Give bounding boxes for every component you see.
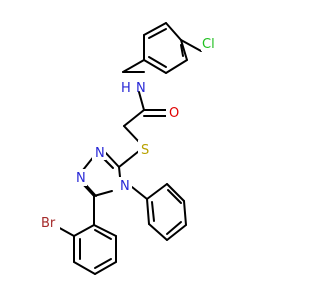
bond	[143, 59, 167, 74]
bond	[122, 59, 145, 73]
atom-labels: Cl N H O S N N N Br	[40, 33, 221, 231]
bond	[93, 190, 113, 197]
atom-cl: Cl	[202, 37, 215, 52]
atom-n4: N	[120, 179, 130, 194]
bond	[85, 184, 97, 197]
atom-o: O	[169, 106, 179, 121]
bond	[138, 91, 145, 111]
atom-s: S	[141, 143, 149, 158]
atom-n1: N	[95, 146, 105, 161]
atom-n2: N	[76, 171, 86, 186]
bond	[151, 201, 155, 222]
bond	[146, 183, 168, 200]
bonds	[55, 22, 202, 275]
molecule-structure: Cl N H O S N N N Br	[40, 22, 221, 275]
bond	[131, 186, 148, 200]
bond	[180, 39, 188, 61]
bond	[73, 261, 96, 275]
bond	[73, 224, 95, 237]
bond	[143, 22, 167, 36]
bond	[93, 224, 117, 237]
bond	[167, 189, 182, 204]
bond	[180, 39, 202, 52]
bond	[183, 200, 187, 226]
bond	[94, 229, 112, 240]
atom-nh-n: N	[136, 81, 146, 96]
bond	[118, 166, 121, 178]
bond	[166, 183, 185, 202]
atom-nh-h: H	[121, 81, 131, 96]
bond	[165, 22, 182, 41]
bond	[165, 59, 188, 74]
bond	[123, 109, 145, 127]
bond	[94, 261, 117, 275]
bond	[146, 198, 150, 225]
bond	[166, 221, 182, 235]
bond	[148, 28, 167, 39]
bond	[148, 56, 167, 68]
bond	[148, 223, 168, 241]
atom-br: Br	[41, 216, 56, 231]
bond	[94, 258, 112, 269]
bond	[103, 150, 120, 168]
bond	[180, 44, 184, 57]
bond	[166, 224, 187, 241]
bond	[123, 125, 141, 144]
bond	[118, 150, 140, 168]
